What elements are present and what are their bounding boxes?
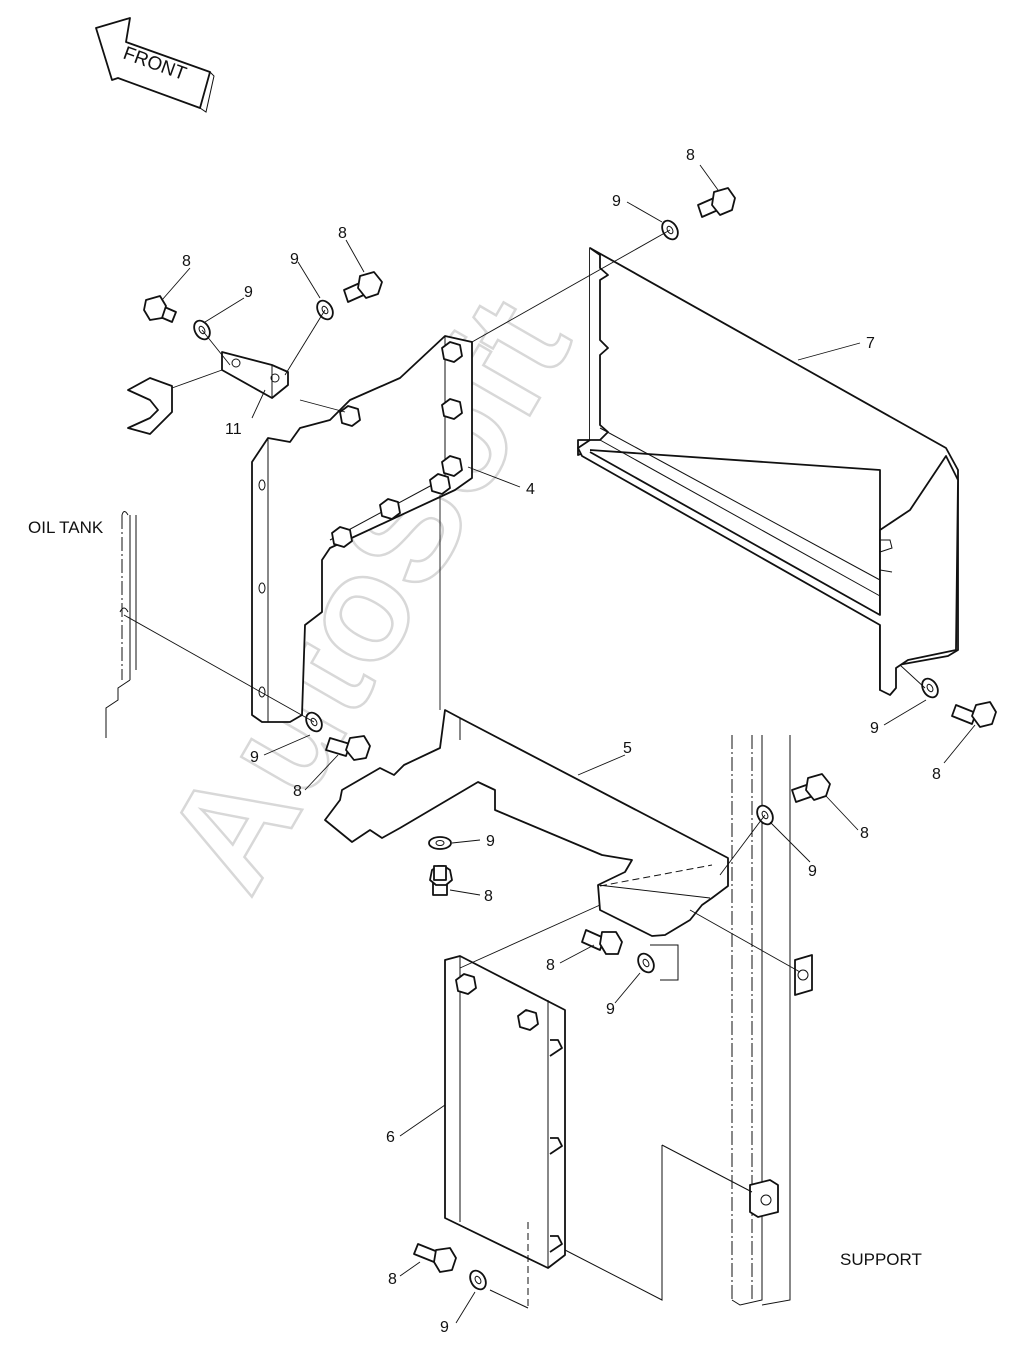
oil-tank-label: OIL TANK (28, 518, 104, 537)
callout-label: 9 (440, 1319, 449, 1336)
washer-lower-mid (637, 952, 655, 974)
bolt-lower-mid (581, 929, 623, 955)
callout-label: 8 (338, 225, 347, 242)
washer-right (921, 677, 939, 699)
callout-leaders (161, 164, 976, 1324)
callout-label: 8 (388, 1271, 397, 1288)
callout-numbers: 8 9 8 9 9 8 11 7 4 9 8 9 8 5 8 9 9 8 8 9… (182, 147, 941, 1336)
callout-label: 9 (244, 284, 253, 301)
bolt-top-left-b (343, 271, 383, 303)
bolt-top-left-a (143, 295, 177, 323)
callout-label: 8 (182, 253, 191, 270)
callout-label: 9 (808, 863, 817, 880)
bolt-mid-right (791, 773, 831, 803)
callout-label: 9 (870, 720, 879, 737)
part-4-bracket (251, 335, 473, 723)
callout-label: 5 (623, 740, 632, 757)
callout-label: 8 (293, 783, 302, 800)
oil-tank-outline (105, 511, 137, 738)
callout-label: 6 (386, 1129, 395, 1146)
callout-label: 4 (526, 481, 535, 498)
callout-label: 9 (486, 833, 495, 850)
callout-label: 9 (612, 193, 621, 210)
callout-label: 8 (686, 147, 695, 164)
support-label: SUPPORT (840, 1250, 922, 1269)
callout-label: 8 (932, 766, 941, 783)
callout-label: 9 (606, 1001, 615, 1018)
bolt-top-right (697, 187, 736, 218)
washer-center (428, 836, 452, 850)
callout-label: 7 (866, 335, 875, 352)
washers (193, 219, 939, 1291)
callout-label: 8 (860, 825, 869, 842)
bolt-mid-left (325, 735, 371, 761)
washer-bottom-left (469, 1269, 487, 1291)
callout-label: 11 (225, 421, 242, 438)
bolt-bottom-left (413, 1243, 457, 1273)
bolts (143, 187, 997, 1273)
part-6-panel (444, 955, 566, 1269)
callout-label: 9 (250, 749, 259, 766)
callout-label: 8 (484, 888, 493, 905)
callout-label: 8 (546, 957, 555, 974)
assembly-lines (123, 229, 926, 1309)
bolt-center (429, 865, 453, 896)
bolt-right (951, 701, 997, 728)
front-arrow: FRONT (95, 17, 215, 113)
support-post (731, 735, 813, 1306)
callout-label: 9 (290, 251, 299, 268)
part-7-panel (577, 247, 959, 696)
part-5-plate (324, 709, 729, 937)
